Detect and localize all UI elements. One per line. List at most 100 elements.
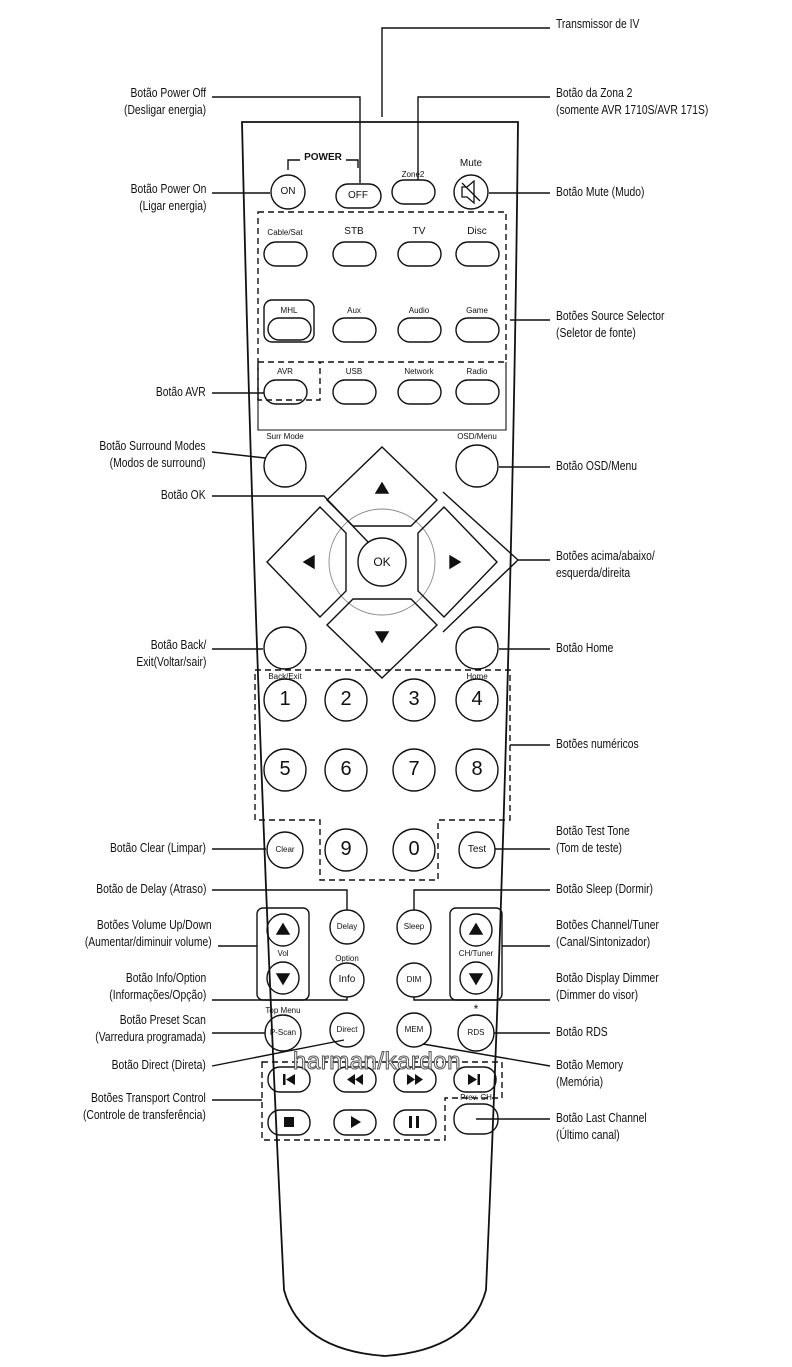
ok-label: OK <box>373 555 391 569</box>
vol-label: Vol <box>277 949 289 958</box>
test-label: Test <box>467 844 487 855</box>
power-on-label: ON <box>280 186 296 197</box>
callout-osd-menu: Botão OSD/Menu <box>556 459 637 473</box>
mute-button <box>453 174 489 210</box>
number-5: 5 <box>279 758 291 780</box>
osd-menu-label: OSD/Menu <box>457 432 497 441</box>
source-cable-sat-label: Cable/Sat <box>267 228 303 237</box>
rds-label: RDS <box>467 1028 485 1037</box>
prev-ch-label: Prev. CH <box>460 1093 492 1102</box>
callout-arrows: Botões acima/abaixo/esquerda/direita <box>556 549 655 580</box>
leader-sleep <box>413 889 550 910</box>
p-scan-label: P-Scan <box>269 1028 297 1037</box>
dim-label: DIM <box>406 975 422 984</box>
callout-power-off: Botão Power Off(Desligar energia) <box>123 86 206 117</box>
osd-menu-button <box>455 444 499 488</box>
number-6: 6 <box>340 758 352 780</box>
dpad-ring <box>328 508 436 616</box>
ok-button <box>357 537 407 587</box>
leader-memory <box>422 1043 551 1067</box>
leader-arrows <box>442 491 550 633</box>
leader-ok <box>212 495 369 543</box>
callout-avr: Botão AVR <box>156 385 206 399</box>
sleep-label: Sleep <box>403 922 425 931</box>
source-audio-label: Audio <box>408 306 430 315</box>
right-triangle-icon <box>449 554 462 570</box>
source-stb-label: STB <box>344 226 364 237</box>
up-arrow-button <box>326 446 438 527</box>
callout-channel-tuner: Botões Channel/Tuner(Canal/Sintonizador) <box>556 918 659 949</box>
surr-mode-label: Surr Mode <box>266 432 304 441</box>
power-header: POWER <box>304 152 342 163</box>
callout-memory: Botão Memory(Memória) <box>556 1058 624 1089</box>
direct-button <box>329 1012 365 1048</box>
zone2-label: Zone2 <box>401 170 425 179</box>
transport-outline <box>261 1061 503 1141</box>
leader-info <box>212 997 348 1001</box>
info-label: Info <box>338 974 356 985</box>
callout-info-option: Botão Info/Option(Informações/Opção) <box>108 971 206 1002</box>
power-off-button <box>335 183 382 209</box>
zone2-button <box>391 179 436 205</box>
source-radio-label: Radio <box>466 367 488 376</box>
leader-power-off <box>212 96 361 183</box>
power-bracket <box>287 159 359 170</box>
callout-dimmer: Botão Display Dimmer(Dimmer do visor) <box>556 971 659 1002</box>
down-arrow-button <box>326 598 438 679</box>
remote-body <box>241 121 519 1357</box>
callout-last-channel: Botão Last Channel(Último canal) <box>556 1111 647 1142</box>
callout-source-selector: Botões Source Selector(Seletor de fonte) <box>556 309 665 340</box>
number-8: 8 <box>471 758 483 780</box>
leader-ir <box>381 27 550 117</box>
delay-label: Delay <box>336 922 358 931</box>
leader-dimmer <box>413 997 550 1001</box>
callout-mute: Botão Mute (Mudo) <box>556 185 645 199</box>
callout-ir-transmitter: Transmissor de IV <box>556 17 640 31</box>
leader-direct <box>211 1039 345 1067</box>
left-triangle-icon <box>302 554 315 570</box>
leader-surround <box>211 451 266 459</box>
callout-numeric: Botões numéricos <box>556 737 639 751</box>
power-on-button <box>270 174 306 210</box>
mute-icon <box>461 179 481 205</box>
ch-tuner-label: CH/Tuner <box>458 949 494 958</box>
mute-header: Mute <box>459 158 483 169</box>
callout-rds: Botão RDS <box>556 1025 608 1039</box>
callout-sleep: Botão Sleep (Dormir) <box>556 882 654 896</box>
source-usb-label: USB <box>345 367 363 376</box>
callout-surround-modes: Botão Surround Modes(Modos de surround) <box>99 439 206 470</box>
down-triangle-icon <box>374 631 390 644</box>
leader-zone2 <box>417 96 550 180</box>
back-exit-label: Back/Exit <box>268 672 302 681</box>
number-2: 2 <box>340 688 352 710</box>
callout-power-on: Botão Power On(Ligar energia) <box>130 182 206 213</box>
leader-delay <box>212 889 348 910</box>
callout-zone2: Botão da Zona 2(somente AVR 1710S/AVR 17… <box>556 86 709 117</box>
source-disc-label: Disc <box>467 226 487 237</box>
source-tv-label: TV <box>412 226 426 237</box>
callout-volume: Botões Volume Up/Down(Aumentar/diminuir … <box>85 918 212 949</box>
callout-direct: Botão Direct (Direta) <box>111 1058 206 1072</box>
home-label: Home <box>466 672 488 681</box>
numeric-outline <box>254 669 511 881</box>
callout-delay: Botão de Delay (Atraso) <box>95 882 206 896</box>
callout-ok: Botão OK <box>161 488 206 502</box>
number-4: 4 <box>471 688 483 710</box>
source-inner-box <box>257 362 507 431</box>
callout-test-tone: Botão Test Tone(Tom de teste) <box>556 824 630 855</box>
number-7: 7 <box>408 758 420 780</box>
callout-home: Botão Home <box>556 641 614 655</box>
mem-label: MEM <box>404 1025 424 1034</box>
direct-label: Direct <box>336 1025 358 1034</box>
source-aux-label: Aux <box>347 306 361 315</box>
power-off-label: OFF <box>348 190 368 201</box>
left-arrow-button <box>266 506 347 618</box>
source-mhl-label: MHL <box>280 306 298 315</box>
mem-button <box>396 1012 432 1048</box>
number-9: 9 <box>340 838 352 860</box>
right-arrow-button <box>417 506 498 618</box>
callout-transport: Botões Transport Control(Controle de tra… <box>83 1091 206 1122</box>
top-menu-label: Top Menu <box>265 1006 301 1015</box>
rds-star: * <box>473 1002 479 1016</box>
